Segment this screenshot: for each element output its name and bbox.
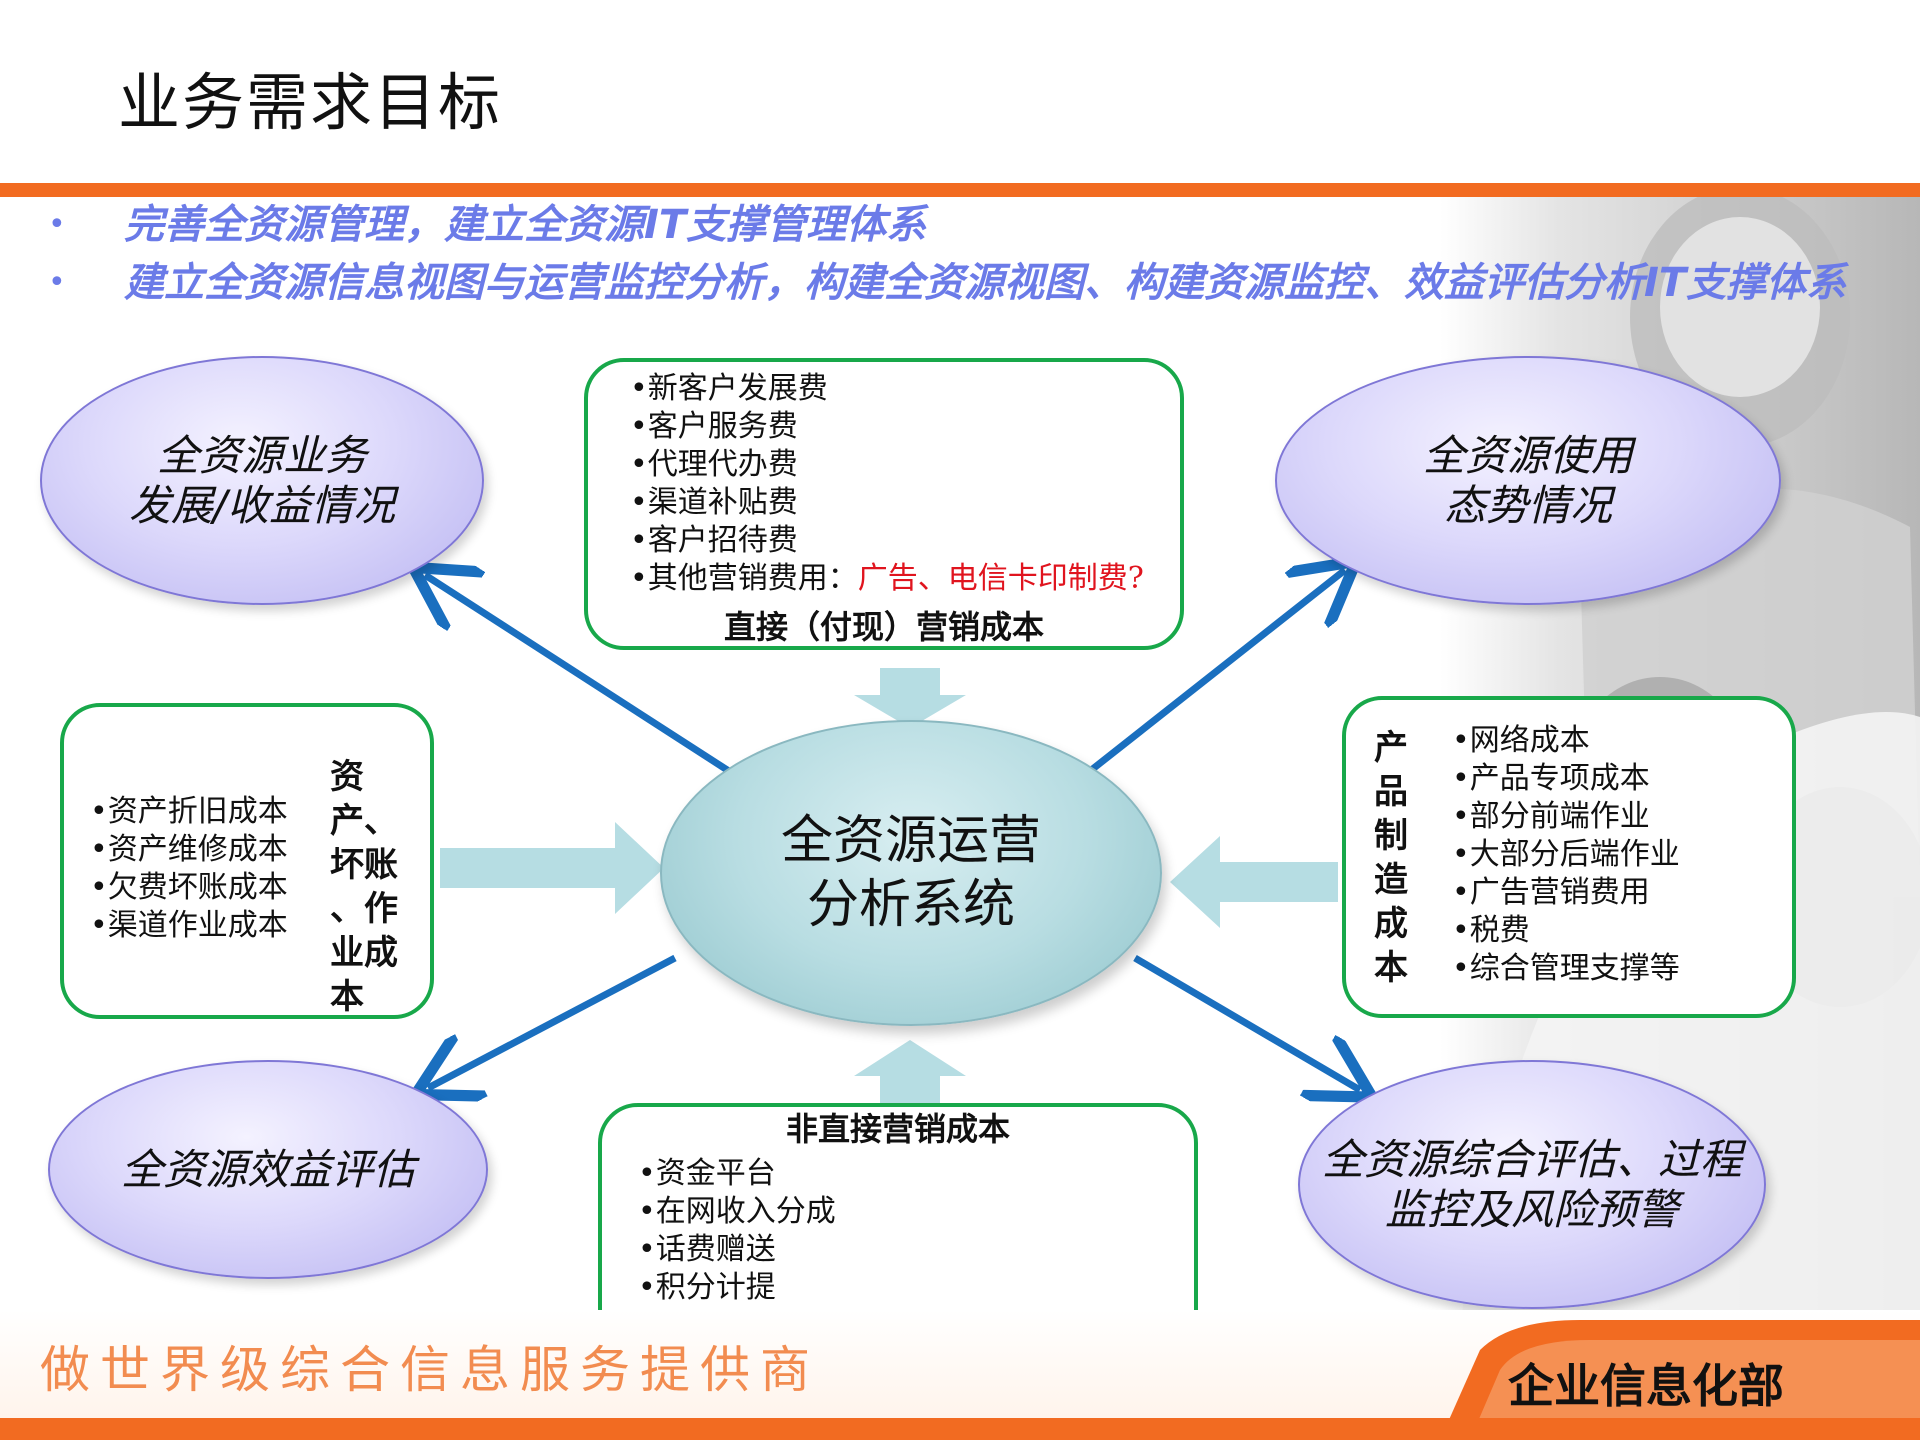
- box-title-line: 业成: [330, 933, 398, 973]
- list-item: •在网收入分成: [638, 1194, 836, 1229]
- ellipse-risk-warning: 全资源综合评估、过程 监控及风险预警: [1298, 1060, 1766, 1309]
- list-item: •积分计提: [638, 1270, 776, 1305]
- list-item: •综合管理支撑等: [1452, 951, 1680, 986]
- box-title-char: 制: [1374, 816, 1408, 856]
- ellipse-usage-status: 全资源使用 态势情况: [1275, 356, 1781, 605]
- box-title: 产 品 制 造 成 本: [1374, 726, 1408, 990]
- bullet-item: • 建立全资源信息视图与运营监控分析，构建全资源视图、构建资源监控、效益评估分析…: [48, 258, 1888, 308]
- list-item: •话费赠送: [638, 1232, 776, 1267]
- box-title-char: 成: [1374, 904, 1408, 944]
- box-title: 资产、 坏账 、作 业成 本: [330, 755, 430, 1019]
- box-title-line: 本: [330, 977, 364, 1017]
- list-item: •其他营销费用：广告、电信卡印制费?: [630, 560, 1180, 598]
- list-item: •广告营销费用: [1452, 875, 1650, 910]
- list-item: •客户服务费: [630, 409, 798, 444]
- center-line: 分析系统: [806, 875, 1015, 935]
- list-item: •大部分后端作业: [1452, 837, 1680, 872]
- ellipse-line: 全资源使用: [1422, 430, 1633, 480]
- ellipse-line: 发展/收益情况: [128, 480, 396, 530]
- list-item: •代理代办费: [630, 447, 798, 482]
- box-title-char: 产: [1374, 728, 1408, 768]
- list-item: •部分前端作业: [1452, 799, 1650, 834]
- bullet-item: • 完善全资源管理，建立全资源IT支撑管理体系: [48, 200, 1888, 250]
- arrow-to-top-right: [1082, 570, 1345, 778]
- list-item: •资金平台: [638, 1156, 776, 1191]
- footer-swoosh: [1440, 1320, 1920, 1440]
- footer-rule: [0, 1418, 1920, 1440]
- footer-slogan: 做世界级综合信息服务提供商: [40, 1341, 820, 1399]
- arrow-to-top-left: [425, 575, 737, 778]
- box-title-char: 本: [1374, 948, 1408, 988]
- center-line: 全资源运营: [780, 811, 1041, 871]
- header-rule: [0, 183, 1920, 197]
- asset-baddebt-cost-box: •资产折旧成本 •资产维修成本 •欠费坏账成本 •渠道作业成本 资产、 坏账 、…: [60, 703, 434, 1019]
- center-system-node: 全资源运营 分析系统: [660, 720, 1162, 1026]
- block-arrow-from-top: [854, 668, 966, 728]
- arrow-to-bottom-left: [428, 954, 677, 1088]
- bullet-text: 建立全资源信息视图与运营监控分析，构建全资源视图、构建资源监控、效益评估分析IT…: [124, 260, 1847, 306]
- bullet-dot: •: [48, 207, 66, 242]
- ellipse-benefit-evaluation: 全资源效益评估: [48, 1060, 488, 1279]
- list-item-highlight: 广告、电信卡印制费?: [857, 561, 1144, 596]
- bullet-text: 完善全资源管理，建立全资源IT支撑管理体系: [124, 202, 927, 248]
- block-arrow-from-left: [440, 822, 664, 914]
- block-arrow-from-right: [1170, 836, 1338, 928]
- box-title: 直接（付现）营销成本: [723, 608, 1044, 646]
- direct-marketing-cost-box: •新客户发展费 •客户服务费 •代理代办费 •渠道补贴费 •客户招待费 •其他营…: [584, 358, 1184, 650]
- box-item-list: •资金平台 •在网收入分成 •话费赠送 •积分计提: [638, 1155, 1194, 1307]
- box-title: 非直接营销成本: [785, 1110, 1010, 1148]
- list-item-prefix: •其他营销费用：: [630, 561, 858, 596]
- list-item: •资产维修成本: [90, 832, 288, 867]
- list-item: •渠道补贴费: [630, 485, 798, 520]
- list-item: •产品专项成本: [1452, 761, 1650, 796]
- arrow-to-bottom-right: [1133, 954, 1360, 1090]
- list-item: •网络成本: [1452, 723, 1590, 758]
- box-title-line: 资产、: [330, 757, 398, 841]
- bullet-dot: •: [48, 265, 66, 300]
- ellipse-line: 态势情况: [1443, 480, 1612, 530]
- list-item: •客户招待费: [630, 523, 798, 558]
- list-item: •欠费坏账成本: [90, 870, 288, 905]
- ellipse-business-revenue: 全资源业务 发展/收益情况: [40, 356, 484, 605]
- box-title-char: 品: [1374, 772, 1408, 812]
- bullet-list: • 完善全资源管理，建立全资源IT支撑管理体系 • 建立全资源信息视图与运营监控…: [48, 200, 1888, 316]
- ellipse-line: 全资源业务: [156, 430, 367, 480]
- list-item: •渠道作业成本: [90, 908, 288, 943]
- footer-department: 企业信息化部: [1508, 1359, 1784, 1413]
- box-title-line: 坏账: [330, 845, 398, 885]
- page-title: 业务需求目标: [118, 66, 503, 139]
- list-item: •税费: [1452, 913, 1530, 948]
- box-title-char: 造: [1374, 860, 1408, 900]
- box-item-list: •资产折旧成本 •资产维修成本 •欠费坏账成本 •渠道作业成本: [90, 793, 288, 945]
- block-arrow-from-bottom: [854, 1040, 966, 1104]
- product-manufacturing-cost-box: 产 品 制 造 成 本 •网络成本 •产品专项成本 •部分前端作业 •大部分后端…: [1342, 696, 1796, 1018]
- box-item-list: •网络成本 •产品专项成本 •部分前端作业 •大部分后端作业 •广告营销费用 •…: [1452, 722, 1680, 988]
- list-item: •新客户发展费: [630, 371, 828, 406]
- ellipse-line: 全资源综合评估、过程: [1321, 1134, 1742, 1184]
- ellipse-line: 全资源效益评估: [120, 1144, 415, 1194]
- box-title-line: 、作: [330, 889, 398, 929]
- list-item: •资产折旧成本: [90, 794, 288, 829]
- ellipse-line: 监控及风险预警: [1384, 1184, 1679, 1234]
